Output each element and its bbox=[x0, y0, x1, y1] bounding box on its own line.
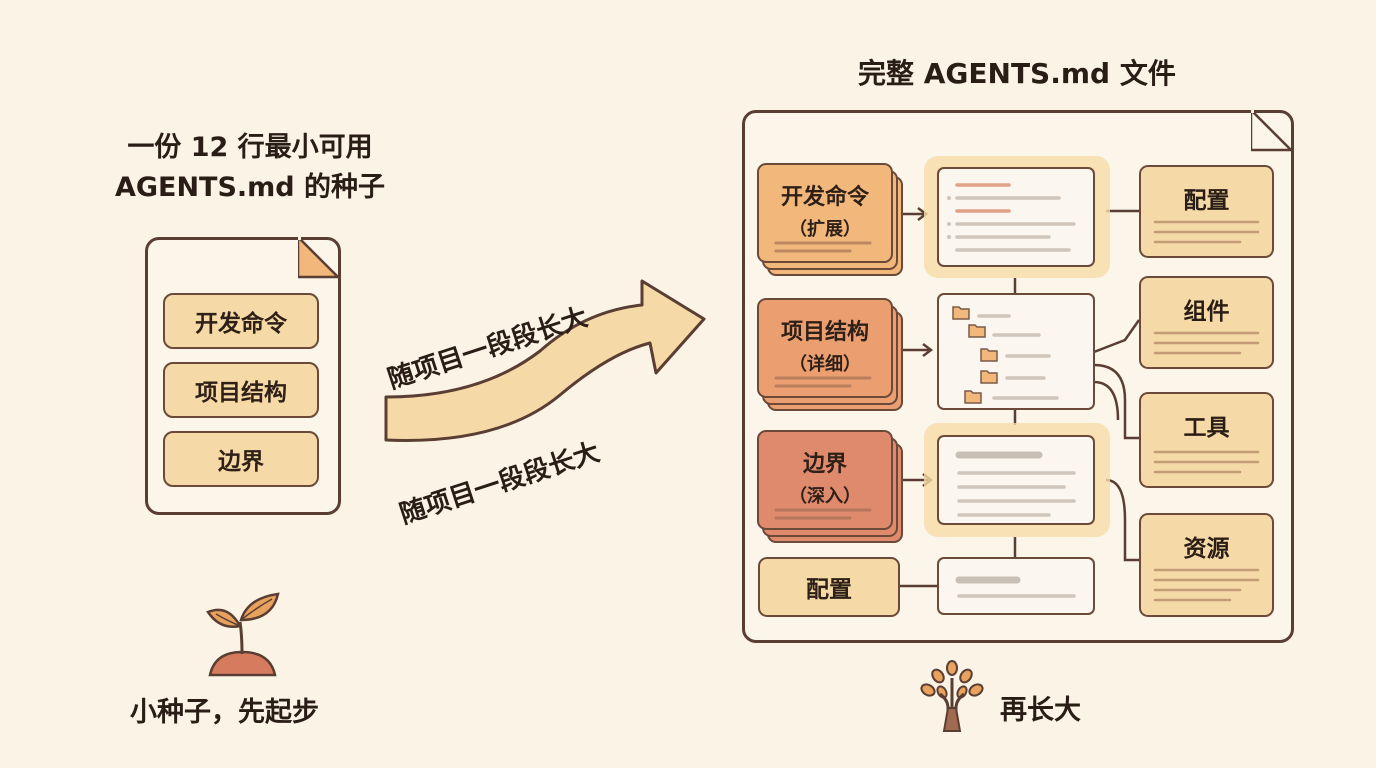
page-fold-icon bbox=[298, 237, 340, 279]
card-title: 开发命令 bbox=[780, 185, 869, 210]
tree-icon bbox=[920, 660, 984, 732]
seed-item-label: 项目结构 bbox=[195, 380, 287, 406]
card-title: 配置 bbox=[1183, 188, 1230, 214]
card-dev-commands-expanded: 开发命令 （扩展） bbox=[757, 163, 893, 263]
panel-boundaries-preview bbox=[937, 435, 1095, 525]
seed-title-line2: AGENTS.md 的种子 bbox=[114, 172, 386, 203]
card-title: 项目结构 bbox=[780, 320, 869, 345]
card-title: 资源 bbox=[1183, 536, 1230, 562]
card-title: 组件 bbox=[1183, 299, 1230, 325]
seed-item-project-structure: 项目结构 bbox=[163, 362, 319, 418]
seed-title-line1: 一份 12 行最小可用 bbox=[127, 132, 373, 163]
seed-item-label: 开发命令 bbox=[195, 311, 287, 337]
panel-config-preview bbox=[937, 557, 1095, 615]
text-lines-icon bbox=[955, 451, 1076, 517]
card-title: 边界 bbox=[802, 452, 847, 477]
text-lines-icon bbox=[947, 183, 1076, 252]
card-subtitle: （详细） bbox=[789, 354, 861, 375]
seed-item-dev-commands: 开发命令 bbox=[163, 293, 319, 349]
page-fold-icon bbox=[1251, 110, 1293, 152]
panel-commands-preview bbox=[937, 167, 1095, 267]
full-file-title: 完整 AGENTS.md 文件 bbox=[858, 57, 1176, 90]
card-title: 配置 bbox=[806, 577, 852, 603]
card-project-structure-detailed: 项目结构 （详细） bbox=[757, 298, 893, 398]
seed-document: 开发命令 项目结构 边界 bbox=[145, 237, 341, 515]
grown-caption: 再长大 bbox=[1000, 695, 1081, 726]
card-config-bottom: 配置 bbox=[758, 557, 900, 617]
curved-arrow-icon bbox=[384, 279, 706, 442]
card-boundaries-deep: 边界 （深入） bbox=[757, 430, 893, 530]
panel-structure-preview bbox=[937, 293, 1095, 410]
seed-caption: 小种子，先起步 bbox=[130, 697, 319, 728]
card-title: 工具 bbox=[1183, 415, 1230, 441]
seed-item-label: 边界 bbox=[218, 449, 264, 475]
sprout-icon bbox=[206, 592, 280, 677]
text-lines-icon bbox=[955, 576, 1076, 598]
card-subtitle: （深入） bbox=[789, 486, 861, 507]
seed-title: 一份 12 行最小可用 AGENTS.md 的种子 bbox=[70, 128, 430, 208]
card-subtitle: （扩展） bbox=[789, 219, 861, 240]
folder-tree-icon bbox=[952, 306, 1059, 404]
seed-item-boundaries: 边界 bbox=[163, 431, 319, 487]
